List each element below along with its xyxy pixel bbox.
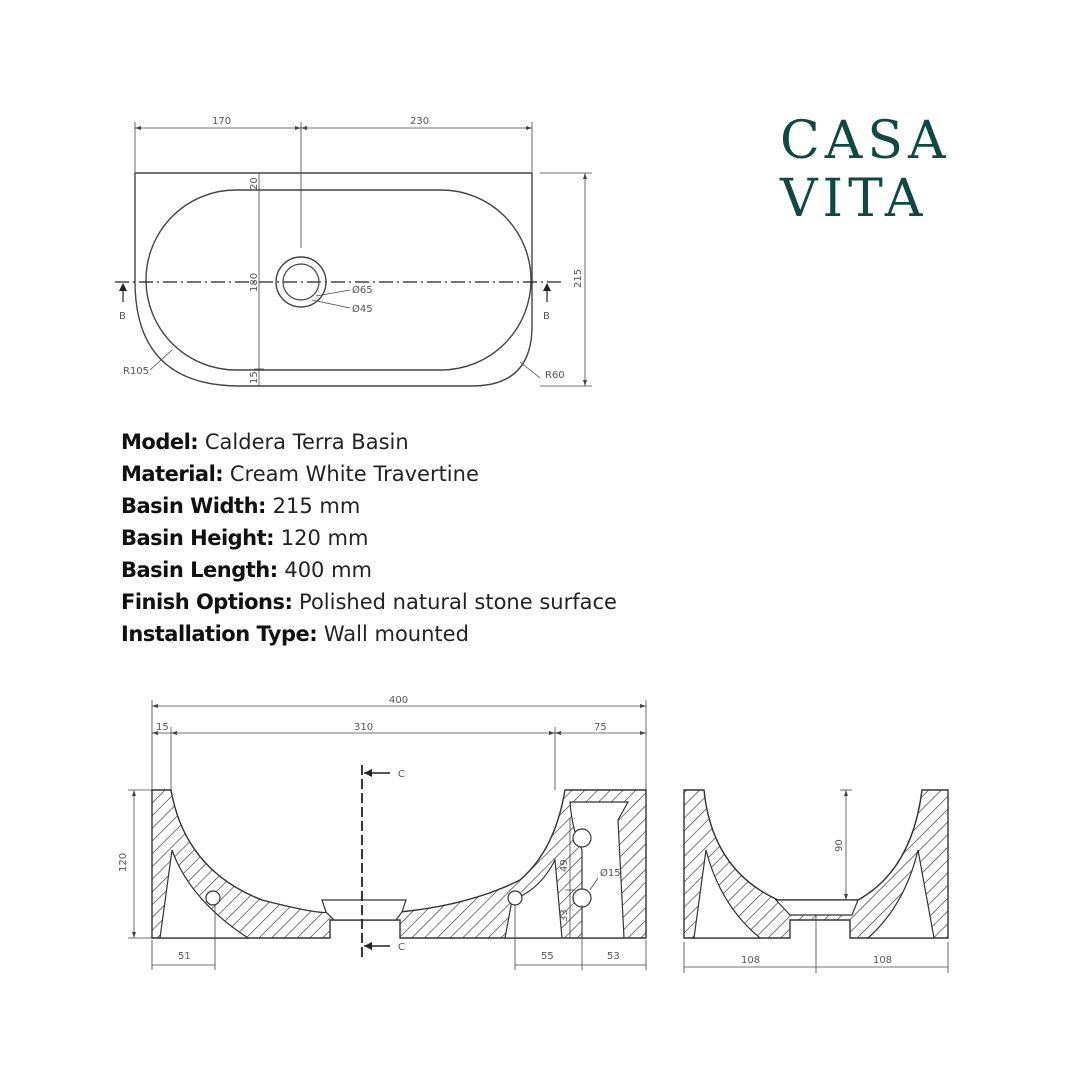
dim-label: 230 (410, 116, 429, 127)
dim-label: 310 (354, 722, 373, 733)
bowl-oval (145, 189, 532, 371)
dim-label: 108 (873, 955, 892, 966)
drain-inner-circle (282, 263, 320, 301)
radius-left-label: R105 (123, 366, 149, 377)
spec-label: Finish Options: (121, 590, 293, 614)
drain-section (321, 899, 407, 921)
radius-right-label: R60 (545, 370, 565, 381)
dim-label: Ø15 (600, 867, 621, 879)
spec-row-installation: Installation Type: Wall mounted (121, 618, 741, 650)
spec-row-height: Basin Height: 120 mm (121, 522, 741, 554)
section-marker-c: C (398, 942, 405, 953)
spec-label: Material: (121, 462, 224, 486)
spec-value: Polished natural stone surface (299, 590, 617, 614)
spec-row-model: Model: Caldera Terra Basin (121, 426, 741, 458)
dim-label: 400 (389, 695, 408, 706)
side-section-hatch (683, 789, 949, 939)
section-marker-b: B (119, 311, 126, 322)
spec-label: Installation Type: (121, 622, 318, 646)
section-view-labels: 400 15 310 75 120 49 Ø15 33 51 55 53 C C (118, 695, 621, 962)
spec-label: Basin Width: (121, 494, 266, 518)
dim-label: 120 (118, 853, 129, 872)
drain-inner-label: Ø45 (352, 303, 373, 315)
spec-value: 400 mm (284, 558, 372, 582)
spec-value: Cream White Travertine (229, 462, 479, 486)
spec-label: Basin Length: (121, 558, 278, 582)
spec-row-finish: Finish Options: Polished natural stone s… (121, 586, 741, 618)
drain-outer-circle (275, 256, 327, 308)
spec-label: Basin Height: (121, 526, 275, 550)
section-marker-c: C (398, 769, 405, 780)
dim-label: 75 (594, 722, 607, 733)
spec-row-length: Basin Length: 400 mm (121, 554, 741, 586)
dim-label: 33 (559, 909, 570, 922)
spec-value: 120 mm (280, 526, 369, 550)
dim-label: 108 (741, 955, 760, 966)
spec-label: Model: (121, 430, 199, 454)
dim-label: 51 (178, 951, 191, 962)
dim-label: 49 (559, 859, 570, 872)
brand-line-1: CASA (780, 111, 951, 171)
dim-label: 53 (607, 951, 620, 962)
spec-list: Model: Caldera Terra Basin Material: Cre… (121, 426, 741, 650)
dim-label: 180 (249, 273, 260, 292)
section-marker-b: B (543, 311, 550, 322)
top-view-labels: 170 230 20 180 15 215 Ø65 Ø45 R105 R60 B… (119, 116, 584, 384)
drain-outer-label: Ø65 (352, 284, 373, 296)
dim-label: 15 (156, 722, 169, 733)
brand-line-2: VITA (780, 169, 928, 229)
dim-label: 55 (541, 951, 554, 962)
section-view (128, 700, 647, 970)
spec-row-width: Basin Width: 215 mm (121, 490, 741, 522)
dim-label: 215 (573, 269, 584, 288)
side-view-labels: 90 108 108 (741, 839, 892, 966)
spec-row-material: Material: Cream White Travertine (121, 458, 741, 490)
dim-label: 15 (249, 371, 260, 384)
basin-outline-top (134, 172, 533, 387)
dim-label: 20 (249, 177, 260, 190)
spec-value: 215 mm (272, 494, 361, 518)
spec-value: Wall mounted (323, 622, 469, 646)
dim-label: 90 (834, 839, 845, 852)
spec-value: Caldera Terra Basin (204, 430, 409, 454)
dim-label: 170 (212, 116, 231, 127)
brand-logo: CASA VITA (780, 112, 950, 228)
side-view (683, 789, 949, 973)
top-view (115, 122, 592, 387)
